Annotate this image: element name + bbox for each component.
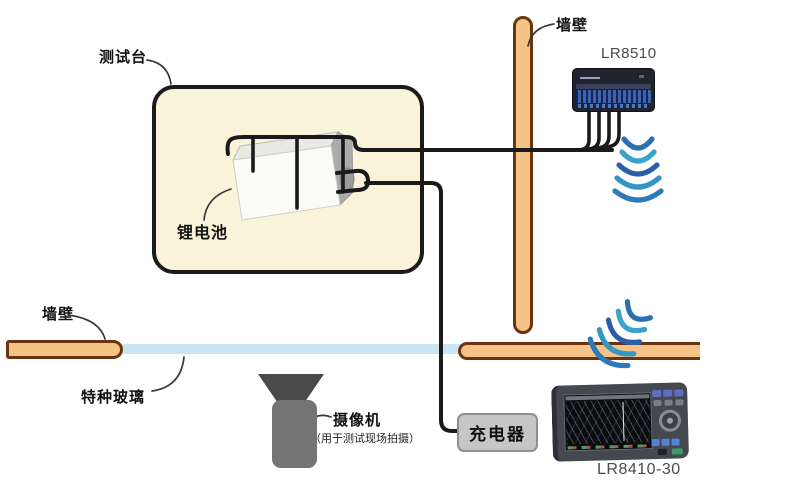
lr8410-waveform-area <box>565 399 651 445</box>
camera-body <box>272 400 317 468</box>
lr8410-power-button <box>671 448 683 455</box>
sensor-wires <box>225 110 621 433</box>
lr8410-button <box>671 438 680 446</box>
charger-box: 充电器 <box>457 413 538 452</box>
wall-left-label: 墙壁 <box>42 306 75 323</box>
lr8510-led-row <box>578 104 649 108</box>
test-bench-label: 测试台 <box>99 49 148 66</box>
wireless-signal-icon <box>587 299 653 369</box>
lr8410-status-row <box>567 444 650 450</box>
wireless-signal-icon <box>612 136 664 203</box>
camera-label: 摄像机 <box>333 412 382 429</box>
lr8510-device <box>572 68 655 112</box>
wall-vertical <box>513 16 533 334</box>
lithium-battery-label: 锂电池 <box>177 225 229 242</box>
lr8410-button <box>657 448 667 456</box>
lr8410-button <box>651 438 660 447</box>
lr8410-model-label: LR8410-30 <box>597 461 681 478</box>
lr8410-button <box>652 389 662 398</box>
lr8410-device <box>551 382 689 462</box>
lr8410-jog-dial <box>658 409 682 432</box>
lr8410-button <box>663 389 673 397</box>
camera-note: （用于测试现场拍摄） <box>310 433 420 445</box>
lr8410-button <box>653 399 662 407</box>
wall-top-label: 墙壁 <box>556 17 589 34</box>
special-glass-label: 特种玻璃 <box>81 389 146 406</box>
lr8510-faceplate-text <box>580 77 600 79</box>
lr8510-terminal-strip <box>576 90 651 103</box>
charger-wire <box>364 181 459 433</box>
leader-special-glass <box>151 356 185 392</box>
leader-test-bench <box>146 59 172 85</box>
lithium-battery-graphic <box>232 131 355 221</box>
lr8510-model-label: LR8510 <box>601 45 657 62</box>
lr8410-screen <box>563 392 653 452</box>
lr8410-jog-center <box>666 417 674 424</box>
leader-lithium-battery <box>203 188 232 221</box>
lr8410-button <box>664 399 673 406</box>
lr8410-button <box>674 389 684 397</box>
lr8410-button <box>661 438 670 446</box>
special-glass-strip <box>104 344 468 354</box>
lr8510-ridge <box>576 84 651 89</box>
wall-left <box>6 340 123 359</box>
leader-wall-left <box>67 314 106 340</box>
wall-bottom-right <box>458 342 700 360</box>
leader-wall-top <box>527 23 555 47</box>
lr8510-indicator <box>639 75 644 78</box>
lr8410-button <box>675 399 684 406</box>
